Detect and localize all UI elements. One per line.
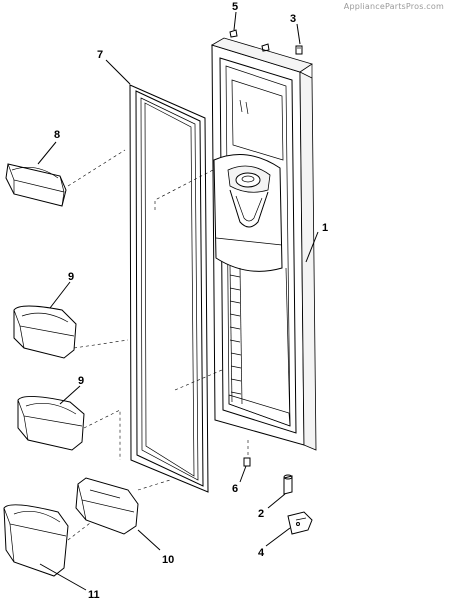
pin-6 <box>243 457 251 467</box>
hinge-bracket <box>287 511 313 535</box>
door-bin-lower <box>3 504 69 577</box>
shelf-slot-rail <box>229 265 243 405</box>
callout-11: 11 <box>88 589 100 600</box>
dairy-bin <box>75 477 139 535</box>
door-assembly <box>211 37 317 451</box>
callout-1: 1 <box>322 222 328 234</box>
callout-3: 3 <box>290 13 296 25</box>
callout-6: 6 <box>232 483 238 495</box>
callout-5: 5 <box>232 1 238 13</box>
callout-4: 4 <box>258 547 265 559</box>
door-bin-middle-a <box>13 305 77 359</box>
screw-top <box>295 45 303 55</box>
callout-7: 7 <box>97 49 103 61</box>
callout-2: 2 <box>258 508 264 520</box>
door-bin-middle-b <box>17 396 85 451</box>
callout-9a: 9 <box>68 271 74 283</box>
leader-lines <box>37 11 319 591</box>
callout-9b: 9 <box>78 375 84 387</box>
watermark-text: AppliancePartsPros.com <box>343 2 444 11</box>
callout-10: 10 <box>162 554 174 566</box>
door-bin-upper <box>5 163 67 207</box>
door-gasket <box>129 84 209 493</box>
plug-top <box>229 29 270 52</box>
callout-8: 8 <box>54 129 60 141</box>
hinge-pin <box>283 474 293 495</box>
